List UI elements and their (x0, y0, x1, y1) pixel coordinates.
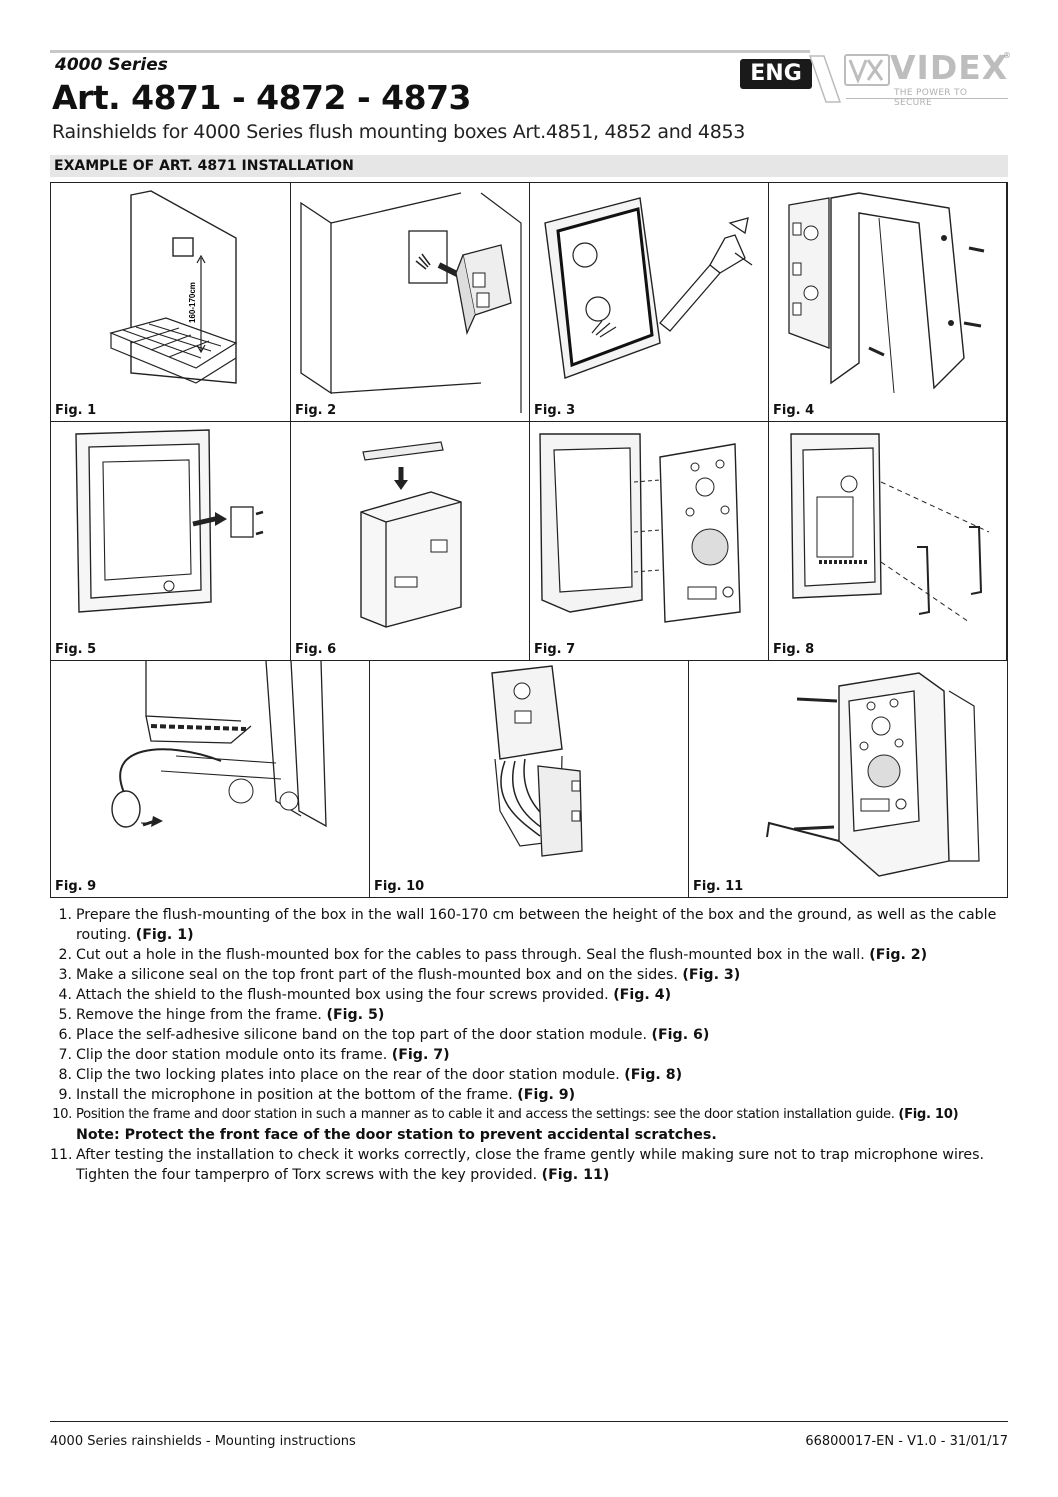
figure-5: Fig. 5 (51, 422, 291, 661)
step-item: 1.Prepare the flush-mounting of the box … (50, 905, 1010, 945)
footer-rule (50, 1421, 1008, 1422)
step-item: 9.Install the microphone in position at … (50, 1085, 1010, 1105)
step-text: Make a silicone seal on the top front pa… (76, 967, 683, 983)
figure-10: Fig. 10 (370, 661, 689, 898)
step-text: Place the self-adhesive silicone band on… (76, 1027, 652, 1043)
step-number: 7. (58, 1047, 72, 1063)
fig7-clip-module-drawing (539, 433, 741, 623)
fig10-cabling-drawing (491, 665, 583, 857)
step-number: 5. (58, 1007, 72, 1023)
step-number: 1. (58, 907, 72, 923)
step-figure-ref: (Fig. 3) (682, 967, 741, 983)
figure-4: Fig. 4 (769, 183, 1007, 422)
step-number: 10. (52, 1107, 72, 1122)
videx-logo: VIDEX ® THE POWER TO SECURE (838, 48, 1011, 108)
fig11-torx-screws-drawing (766, 672, 980, 877)
step-number: 8. (58, 1067, 72, 1083)
step-figure-ref: (Fig. 9) (517, 1087, 576, 1103)
step-figure-ref: (Fig. 1) (135, 927, 194, 943)
step-figure-ref: (Fig. 5) (326, 1007, 385, 1023)
figure-label: Fig. 5 (55, 642, 97, 657)
footer-document-code: 66800017-EN - V1.0 - 31/01/17 (805, 1434, 1008, 1449)
series-title: 4000 Series (55, 55, 168, 75)
fig2-wall-cut-drawing (300, 192, 522, 413)
figure-8: Fig. 8 (769, 422, 1007, 661)
step-number: 9. (58, 1087, 72, 1103)
figure-label: Fig. 2 (295, 403, 337, 418)
step-text: Prepare the flush-mounting of the box in… (76, 907, 997, 943)
step-text: Remove the hinge from the frame. (76, 1007, 327, 1023)
logo-registered-mark: ® (1003, 51, 1011, 60)
badge-tab-shape (808, 55, 842, 103)
step-figure-ref: (Fig. 4) (613, 987, 672, 1003)
step-text: Clip the door station module onto its fr… (76, 1047, 392, 1063)
figure-label: Fig. 3 (534, 403, 576, 418)
step-text: Cut out a hole in the flush-mounted box … (76, 947, 870, 963)
step-item: 11.After testing the installation to che… (50, 1145, 1010, 1185)
article-title: Art. 4871 - 4872 - 4873 (52, 78, 472, 117)
language-badge: ENG (740, 59, 812, 89)
videx-logo-mark-icon (844, 54, 890, 86)
step-item: 4.Attach the shield to the flush-mounted… (50, 985, 1010, 1005)
step-number: 3. (58, 967, 72, 983)
footer-document-title: 4000 Series rainshields - Mounting instr… (50, 1434, 356, 1449)
step-text: Position the frame and door station in s… (76, 1107, 899, 1122)
fig3-silicone-seal-drawing (544, 197, 753, 379)
step-figure-ref: (Fig. 10) (898, 1107, 959, 1122)
step-note: Note: Protect the front face of the door… (76, 1127, 717, 1143)
logo-wordmark: VIDEX (890, 48, 1009, 87)
fig1-wall-drawing: 160-170cm (109, 190, 238, 384)
figure-label: Fig. 9 (55, 879, 97, 894)
fig5-frame-hinge-drawing (75, 429, 264, 613)
step-figure-ref: (Fig. 7) (391, 1047, 450, 1063)
step-text: After testing the installation to check … (76, 1147, 985, 1183)
figure-label: Fig. 7 (534, 642, 576, 657)
step-figure-ref: (Fig. 11) (541, 1167, 610, 1183)
figure-6: Fig. 6 (291, 422, 530, 661)
figure-2: Fig. 2 (291, 183, 530, 422)
figure-label: Fig. 6 (295, 642, 337, 657)
header-rule (50, 50, 810, 53)
figure-9: Fig. 9 (51, 661, 370, 898)
step-text: Attach the shield to the flush-mounted b… (76, 987, 614, 1003)
figure-1: 160-170cm Fig. 1 (51, 183, 291, 422)
fig9-microphone-drawing (111, 661, 327, 828)
step-figure-ref: (Fig. 2) (869, 947, 928, 963)
figure-label: Fig. 11 (693, 879, 744, 894)
figure-label: Fig. 10 (374, 879, 425, 894)
step-number: 11. (50, 1147, 73, 1163)
step-item: 6.Place the self-adhesive silicone band … (50, 1025, 1010, 1045)
figure-label: Fig. 4 (773, 403, 815, 418)
fig6-silicone-band-drawing (360, 441, 462, 628)
figure-7: Fig. 7 (530, 422, 769, 661)
step-item: 3.Make a silicone seal on the top front … (50, 965, 1010, 985)
logo-tagline: THE POWER TO SECURE (894, 88, 968, 108)
figure-label: Fig. 1 (55, 403, 97, 418)
section-title: EXAMPLE OF ART. 4871 INSTALLATION (50, 155, 1008, 177)
step-figure-ref: (Fig. 6) (651, 1027, 710, 1043)
figure-3: Fig. 3 (530, 183, 769, 422)
step-item: 2.Cut out a hole in the flush-mounted bo… (50, 945, 1010, 965)
figure-grid: 160-170cm Fig. 1 Fig. 2 (50, 182, 1008, 898)
step-text: Clip the two locking plates into place o… (76, 1067, 625, 1083)
step-text: Install the microphone in position at th… (76, 1087, 518, 1103)
step-number: 4. (58, 987, 72, 1003)
figure-11: Fig. 11 (689, 661, 1007, 898)
installation-steps: 1.Prepare the flush-mounting of the box … (50, 905, 1010, 1185)
document-subtitle: Rainshields for 4000 Series flush mounti… (52, 121, 746, 143)
step-item: 5.Remove the hinge from the frame. (Fig.… (50, 1005, 1010, 1025)
fig4-shield-screws-drawing (788, 192, 985, 394)
fig8-locking-plates-drawing (790, 433, 990, 623)
step-item: 10. Position the frame and door station i… (50, 1105, 1010, 1145)
step-figure-ref: (Fig. 8) (624, 1067, 683, 1083)
step-item: 7.Clip the door station module onto its … (50, 1045, 1010, 1065)
step-number: 6. (58, 1027, 72, 1043)
step-item: 8.Clip the two locking plates into place… (50, 1065, 1010, 1085)
fig1-height-annotation: 160-170cm (188, 282, 197, 323)
step-number: 2. (58, 947, 72, 963)
logo-underline (846, 98, 1008, 99)
figure-label: Fig. 8 (773, 642, 815, 657)
